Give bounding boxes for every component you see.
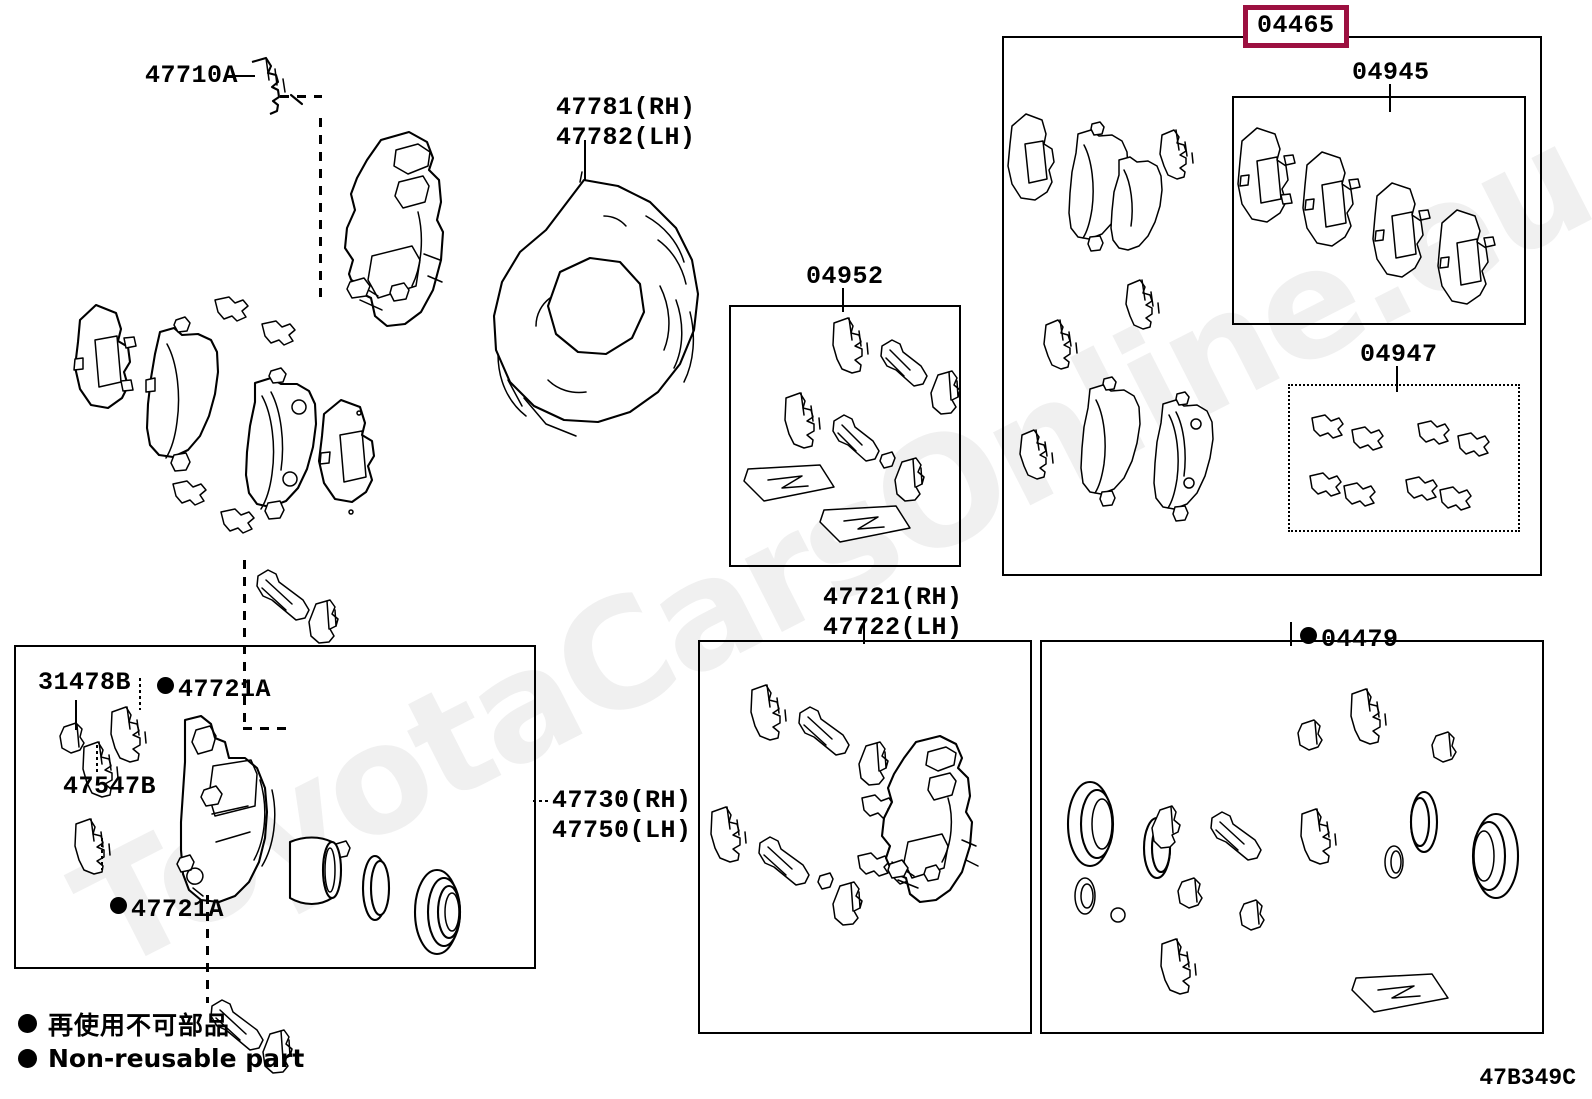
leader-47721A-upper <box>139 678 141 710</box>
assembly-guide-bottom <box>206 895 209 1003</box>
non-reusable-marker-04479 <box>1300 627 1318 644</box>
leader-04947 <box>1396 366 1398 392</box>
box-fitting-kit-04947 <box>1288 384 1520 532</box>
art-outer-shim-right <box>317 398 376 515</box>
label-04945: 04945 <box>1352 58 1430 87</box>
art-brake-pad-1 <box>145 316 220 472</box>
figure-code: 47B349C <box>1479 1065 1576 1091</box>
legend-label-english: Non-reusable part <box>48 1044 305 1073</box>
label-04479: 04479 <box>1238 596 1399 683</box>
label-47721A-upper-text: 47721A <box>178 675 272 704</box>
label-04479-text: 04479 <box>1321 625 1399 654</box>
legend: 再使用不可部品 Non-reusable part <box>18 1006 304 1076</box>
box-mounting-kit-47721 <box>698 640 1032 1034</box>
legend-marker-english <box>18 1049 37 1068</box>
art-slide-bolt-above-caliper <box>256 569 339 644</box>
leader-47710A <box>227 75 255 77</box>
label-31478B: 31478B <box>38 668 132 697</box>
leader-04479 <box>1290 622 1292 646</box>
legend-label-japanese: 再使用不可部品 <box>48 1010 231 1040</box>
art-bleeder-bolt-47710A <box>251 56 304 115</box>
assembly-guide-top-h <box>280 95 322 98</box>
assembly-guide-mid <box>243 560 246 728</box>
leader-04945 <box>1389 84 1391 112</box>
label-04952: 04952 <box>806 262 884 291</box>
label-47721A-upper: 47721A <box>95 646 271 733</box>
art-brake-pad-2 <box>244 367 318 520</box>
box-slide-pin-kit-04952 <box>729 305 961 567</box>
box-caliper-assembly <box>14 645 536 969</box>
assembly-guide-top <box>319 118 322 298</box>
legend-marker-japanese <box>18 1014 37 1033</box>
leader-04952 <box>842 288 844 312</box>
art-splash-shield-47781 <box>492 171 700 437</box>
label-47721A-lower-text: 47721A <box>131 895 225 924</box>
leader-31478B <box>75 700 77 730</box>
box-shim-kit-04945 <box>1232 96 1526 325</box>
art-clips-top-left <box>172 296 296 534</box>
label-47710A: 47710A <box>145 61 239 90</box>
art-caliper-bracket-top <box>343 130 445 328</box>
label-47721A-lower: 47721A <box>48 866 224 953</box>
label-47730-47750: 47730(RH) 47750(LH) <box>552 786 692 845</box>
label-04465-highlighted[interactable]: 04465 <box>1243 5 1349 48</box>
non-reusable-marker-47721A-upper <box>157 677 175 694</box>
box-seal-kit-04479 <box>1040 640 1544 1034</box>
legend-row-japanese: 再使用不可部品 <box>18 1006 304 1041</box>
label-47721-47722: 47721(RH) 47722(LH) <box>823 583 963 642</box>
legend-row-english: Non-reusable part <box>18 1041 304 1076</box>
label-47547B: 47547B <box>63 772 157 801</box>
leader-47781-47782 <box>584 140 586 180</box>
art-outer-shim-left <box>73 303 137 410</box>
label-47781-47782: 47781(RH) 47782(LH) <box>556 93 696 152</box>
leader-caliper-assy <box>533 800 551 802</box>
leader-47547B <box>96 745 98 773</box>
leader-47721-47722 <box>863 620 865 644</box>
label-04947: 04947 <box>1360 340 1438 369</box>
non-reusable-marker-47721A-lower <box>110 897 128 914</box>
